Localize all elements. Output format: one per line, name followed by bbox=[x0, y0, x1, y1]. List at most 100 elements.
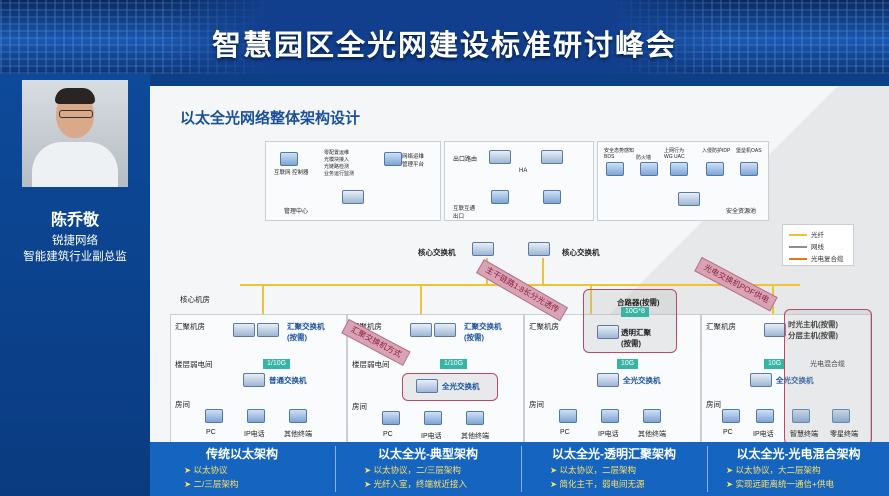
column-traditional: 汇聚机房 汇聚交换机 (按需) 楼层弱电间 1/10G 普通交换机 房间 bbox=[170, 314, 347, 444]
presentation-slide: 以太全光网络整体架构设计 互联网 控制器 零配置运维 光模块接入 光链路检测 业… bbox=[150, 86, 889, 496]
summary-point-text: 以太协议，二/三层架构 bbox=[373, 465, 461, 475]
ha-label: HA bbox=[519, 168, 528, 174]
access-switch-label: 全光交换机 bbox=[623, 376, 661, 385]
agg-switch-label: 汇聚交换机 (按需) bbox=[464, 322, 502, 342]
ops-platform-label: 网络运维 管理平台 bbox=[402, 154, 425, 168]
terminal-icon bbox=[466, 411, 484, 425]
summary-point: ➤ 实现远距离统一通信+供电 bbox=[726, 479, 834, 489]
summary-title: 以太全光-典型架构 bbox=[378, 447, 478, 461]
floor-room-label: 楼层弱电间 bbox=[352, 360, 390, 369]
controller-icon bbox=[280, 152, 298, 166]
summary-point-text: 光纤入室，终端就近接入 bbox=[373, 479, 467, 489]
legend-copper: 网线 bbox=[789, 241, 824, 251]
slide-title: 以太全光网络整体架构设计 bbox=[180, 110, 361, 127]
core-switch-icon bbox=[472, 242, 494, 256]
core-switch-right-label: 核心交换机 bbox=[562, 248, 600, 257]
agg-switch-icon bbox=[410, 323, 432, 337]
terminal-icon bbox=[643, 409, 661, 423]
summary-title: 以太全光-光电混合架构 bbox=[736, 447, 861, 461]
speaker-name: 陈乔敬 bbox=[50, 212, 99, 229]
security-device-icon bbox=[606, 162, 624, 176]
exit-label: 互联互通 出口 bbox=[453, 206, 476, 220]
summary-divider bbox=[707, 446, 708, 492]
optical-host-icon bbox=[764, 323, 786, 337]
mgmt-switch-icon bbox=[342, 190, 364, 204]
area-label: 房间 bbox=[352, 402, 367, 411]
all-optical-switch-icon bbox=[750, 373, 772, 387]
legend-hybrid-label: 光电复合缆 bbox=[811, 256, 844, 263]
all-optical-switch-icon bbox=[416, 379, 438, 393]
host-label: 时光主机(按需) 分层主机(按需) bbox=[788, 320, 838, 340]
summary-point-text: 简化主干，弱电间无源 bbox=[559, 479, 645, 489]
speaker-shirt bbox=[32, 142, 118, 187]
router-icon bbox=[541, 150, 563, 164]
other-terminal-icon bbox=[832, 409, 850, 423]
area-label: 房间 bbox=[706, 400, 721, 409]
banner-fade bbox=[160, 0, 720, 74]
summary-point: ➤ 以太协议，大二层架构 bbox=[726, 465, 821, 475]
summary-point: ➤ 简化主干，弱电间无源 bbox=[550, 479, 645, 489]
highlight-box bbox=[784, 309, 872, 445]
summary-typical: 以太全光-典型架构 ➤ 以太协议，二/三层架构 ➤ 光纤入室，终端就近接入 bbox=[336, 442, 520, 496]
smart-terminal-icon bbox=[792, 409, 810, 423]
security-device-icon bbox=[740, 162, 758, 176]
agg-switch-icon bbox=[233, 323, 255, 337]
phone-label: IP电话 bbox=[244, 431, 265, 438]
conference-banner: 智慧园区全光网建设标准研讨峰会 bbox=[0, 0, 889, 74]
legend-hybrid: 光电复合缆 bbox=[789, 253, 844, 263]
security-device-icon bbox=[670, 162, 688, 176]
terminal-label: 其他终端 bbox=[638, 431, 666, 438]
agg-switch-icon bbox=[434, 323, 456, 337]
pc-label: PC bbox=[560, 429, 570, 436]
summary-point-text: 二/三层架构 bbox=[193, 479, 239, 489]
phone-label: IP电话 bbox=[421, 433, 442, 440]
speaker-hair bbox=[55, 88, 95, 104]
column-transparent: 汇聚机房 合路器(按需) 10G*8 透明汇聚 (按需) 10G 全光交换机 房… bbox=[524, 289, 701, 444]
agg-room-label: 汇聚机房 bbox=[706, 322, 736, 331]
summary-point: ➤ 以太协议，二/三层架构 bbox=[364, 465, 461, 475]
transparent-agg-icon bbox=[597, 325, 619, 339]
conference-title: 智慧园区全光网建设标准研讨峰会 bbox=[211, 30, 677, 62]
firewall-icon bbox=[543, 190, 561, 204]
legend-copper-label: 网线 bbox=[811, 244, 824, 251]
speaker-org: 锐捷网络 bbox=[52, 235, 98, 247]
summary-title: 以太全光-透明汇聚架构 bbox=[552, 447, 676, 461]
summary-point: ➤ 以太协议，二层架构 bbox=[550, 465, 636, 475]
exit-router-label: 出口路由 bbox=[453, 157, 478, 163]
summary-point-text: 实现远距离统一通信+供电 bbox=[735, 479, 834, 489]
core-switch-icon bbox=[528, 242, 550, 256]
floor-room-label: 楼层弱电间 bbox=[175, 360, 213, 369]
phone-icon bbox=[424, 411, 442, 425]
speed-top-tag: 10G*8 bbox=[621, 307, 649, 317]
summary-divider bbox=[521, 446, 522, 492]
speed-tag: 10G bbox=[764, 359, 786, 369]
other-terminal-label: 零星终端 bbox=[830, 431, 858, 438]
architecture-summary-bar: 传统以太架构 ➤ 以太协议 ➤ 二/三层架构 以太全光-典型架构 ➤ 以太协议，… bbox=[150, 442, 889, 496]
access-switch-icon bbox=[243, 373, 265, 387]
copper-swatch bbox=[789, 246, 807, 249]
ops-features: 零配置运维 光模块接入 光链路检测 业务运行监测 bbox=[324, 150, 355, 177]
access-switch-label: 全光交换机 bbox=[776, 376, 814, 385]
agg-room-label: 汇聚机房 bbox=[175, 322, 205, 331]
security-switch-icon bbox=[678, 192, 700, 206]
summary-point-text: 以太协议，大二层架构 bbox=[735, 465, 821, 475]
speaker-glasses bbox=[59, 110, 93, 118]
agg-switch-icon bbox=[257, 323, 279, 337]
highlight-box bbox=[583, 289, 677, 353]
speed-tag: 1/10G bbox=[263, 359, 291, 369]
column-hybrid: 汇聚机房 时光主机(按需) 分层主机(按需) 10G 光电混合缆 全光交换机 房… bbox=[701, 309, 872, 445]
security-device-icon bbox=[640, 162, 658, 176]
security-item: 入侵防护IDP bbox=[702, 148, 731, 154]
terminal-label: 其他终端 bbox=[461, 433, 489, 440]
firewall-icon bbox=[491, 190, 509, 204]
ops-platform-icon bbox=[384, 152, 402, 166]
security-item: 上网行为 WG UAC bbox=[664, 148, 685, 160]
summary-hybrid: 以太全光-光电混合架构 ➤ 以太协议，大二层架构 ➤ 实现远距离统一通信+供电 bbox=[708, 442, 889, 496]
summary-point-text: 以太协议，二层架构 bbox=[559, 465, 636, 475]
speaker-role: 智能建筑行业副总监 bbox=[23, 251, 127, 263]
phone-label: IP电话 bbox=[598, 431, 619, 438]
pc-label: PC bbox=[723, 429, 733, 436]
speed-tag: 10G bbox=[617, 359, 639, 369]
access-switch-label: 全光交换机 bbox=[442, 382, 480, 391]
area-label: 房间 bbox=[529, 400, 544, 409]
